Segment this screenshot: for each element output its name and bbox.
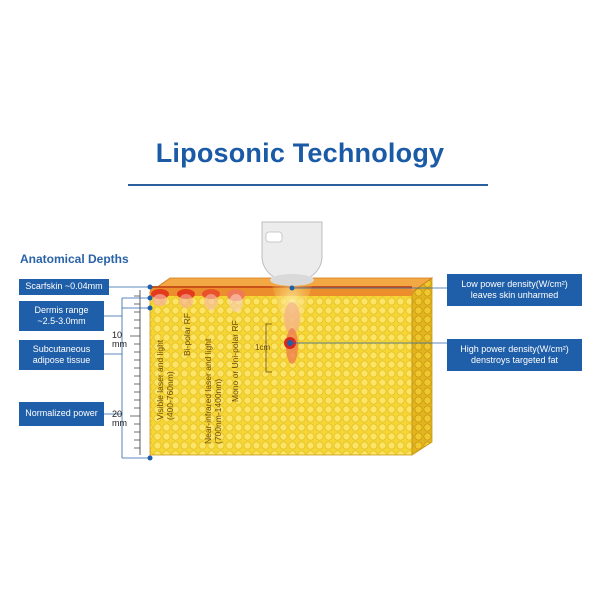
beam-glow (284, 302, 300, 334)
focal-bracket (265, 323, 272, 373)
tissue-side-face (411, 277, 433, 456)
connector-dot (289, 285, 295, 291)
band-label-unipolar-rf: Mono or Uni-polar RF (230, 320, 240, 402)
tag-subcutaneous: Subcutaneous adipose tissue (19, 340, 104, 370)
band-label-near-infrared: Near-infrared laser and light (700nm-140… (203, 338, 223, 444)
tag-low-power: Low power density(W/cm²) leaves skin unh… (447, 274, 582, 306)
connector-dot (147, 305, 153, 311)
title-divider (128, 184, 488, 186)
connector-dot (147, 295, 153, 301)
connector-dot (147, 455, 153, 461)
surface-heat-glow (204, 294, 218, 310)
band-label-bipolar-rf: Bi-polar RF (182, 313, 192, 356)
section-label: Anatomical Depths (20, 252, 129, 266)
surface-heat-glow (179, 294, 193, 308)
tag-normalized-power: Normalized power (19, 402, 104, 426)
ruler-label-10mm: 10 mm (112, 330, 127, 349)
surface-heat-glow (153, 294, 167, 306)
connector-dot (147, 284, 153, 290)
ruler-label-20mm: 20 mm (112, 409, 127, 428)
tag-scarfskin: Scarfskin ~0.04mm (19, 279, 109, 295)
focal-depth-label: 1cm (255, 343, 271, 352)
probe-highlight (265, 231, 283, 243)
probe-tip (270, 274, 314, 286)
tag-high-power: High power density(W/cm²) denstroys targ… (447, 339, 582, 371)
right-connectors (290, 287, 447, 344)
ruler-ticks (130, 295, 140, 449)
tissue-front-face (149, 291, 413, 456)
band-label-visible-light: Visible laser and light (400-760nm) (155, 339, 175, 420)
page-title: Liposonic Technology (155, 138, 445, 168)
tag-dermis: Dermis range ~2.5-3.0mm (19, 301, 104, 331)
surface-heat-glow (229, 294, 243, 312)
left-connectors (104, 286, 150, 459)
